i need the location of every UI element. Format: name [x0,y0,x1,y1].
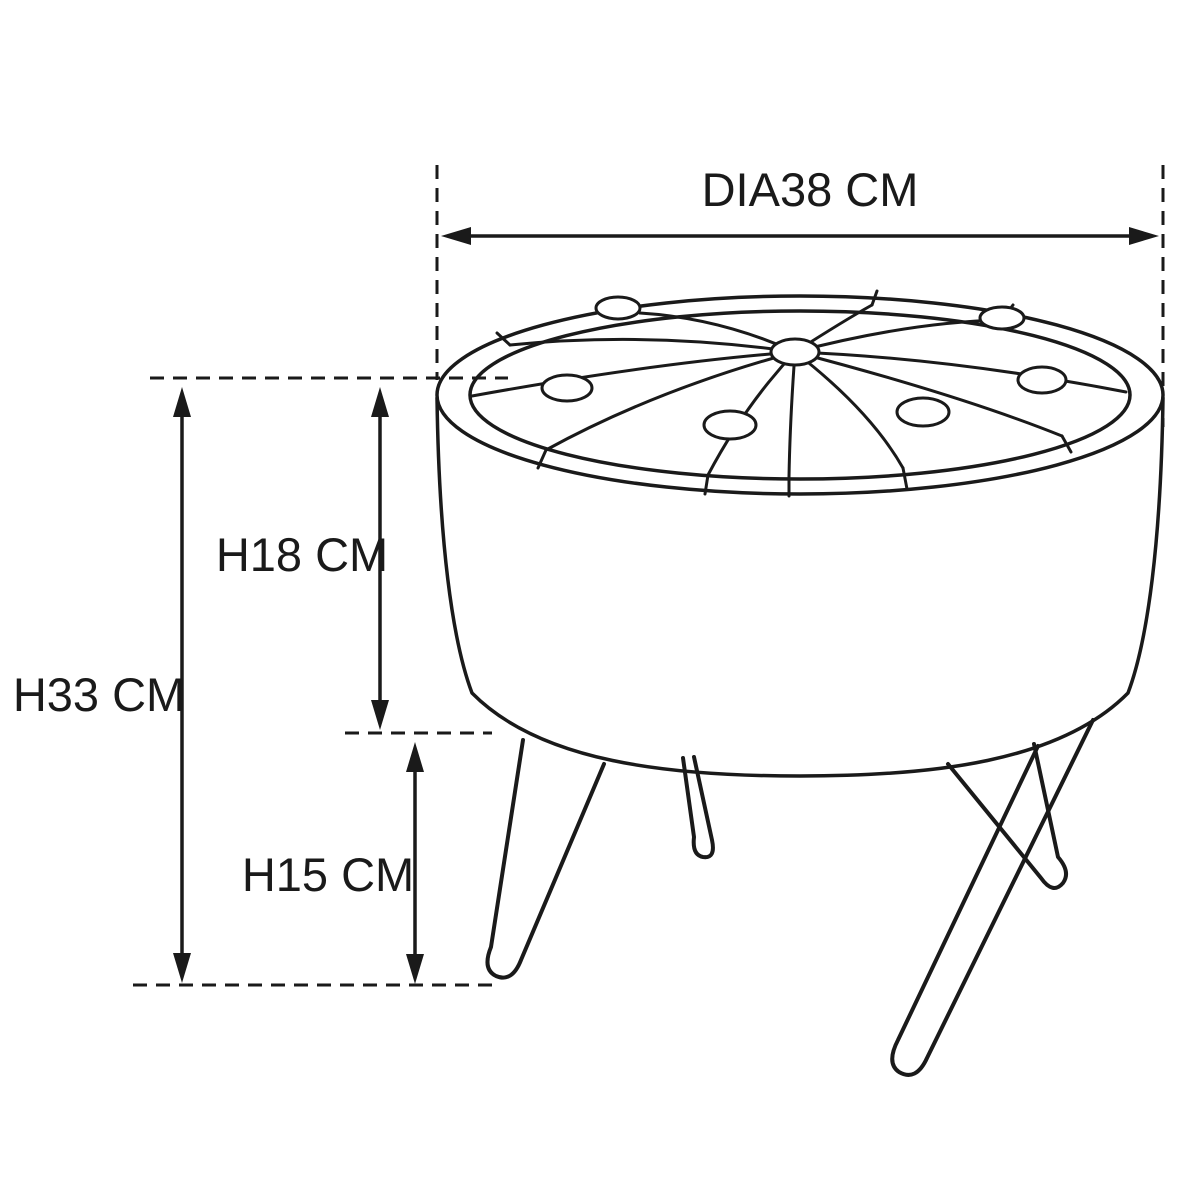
arrowhead-right [1129,227,1159,245]
cushion-seat-surface [468,309,1132,481]
ottoman-body [435,396,1165,778]
rim-tick [703,473,710,496]
tufting-button [895,396,951,428]
rim-tick [495,331,512,347]
body-height-dimension: H18 CM [216,387,389,730]
pleat-line [793,350,1128,394]
rim-tick [1060,434,1073,454]
tufting-button [1016,365,1068,395]
body-outline [435,396,1165,778]
hairpin-leg-front-left [485,738,606,980]
body-height-label: H18 CM [216,528,388,581]
total-height-label: H33 CM [13,668,185,721]
pleat-line [470,350,797,398]
arrowhead-left [441,227,471,245]
hairpin-leg-back-left [681,755,715,860]
tufting-button [540,373,594,403]
ottoman-top [435,289,1165,498]
rim-tick [536,448,548,470]
tufting-buttons [540,295,1068,441]
arrowhead-up [406,742,424,772]
tufting-button [702,409,758,441]
total-height-dimension: H33 CM [13,387,191,983]
tufting-button [978,305,1026,331]
pleat-line [544,350,797,452]
arrowhead-up [371,387,389,417]
pleat-line [793,350,905,470]
hairpin-leg-front-right [890,718,1095,1077]
leg-height-label: H15 CM [242,848,414,901]
hairpin-legs [485,718,1095,1077]
pleat-line [508,337,797,354]
diameter-label: DIA38 CM [702,163,919,216]
arrowhead-down [406,954,424,984]
arrowhead-up [173,387,191,417]
extension-lines [133,165,1165,987]
rim-tick [870,289,879,307]
hairpin-leg-back-right [946,742,1069,890]
ottoman-drawing [435,289,1165,1077]
arrowhead-down [173,953,191,983]
rim-tick [901,466,909,491]
leg-height-dimension: H15 CM [242,742,424,984]
pleat-line [793,350,1064,438]
arrowhead-down [371,700,389,730]
pleat-line [787,350,797,479]
tufting-button [594,295,642,321]
diameter-dimension: DIA38 CM [441,163,1159,245]
cushion-outer-edge [435,294,1165,496]
tufting-button [769,337,821,367]
